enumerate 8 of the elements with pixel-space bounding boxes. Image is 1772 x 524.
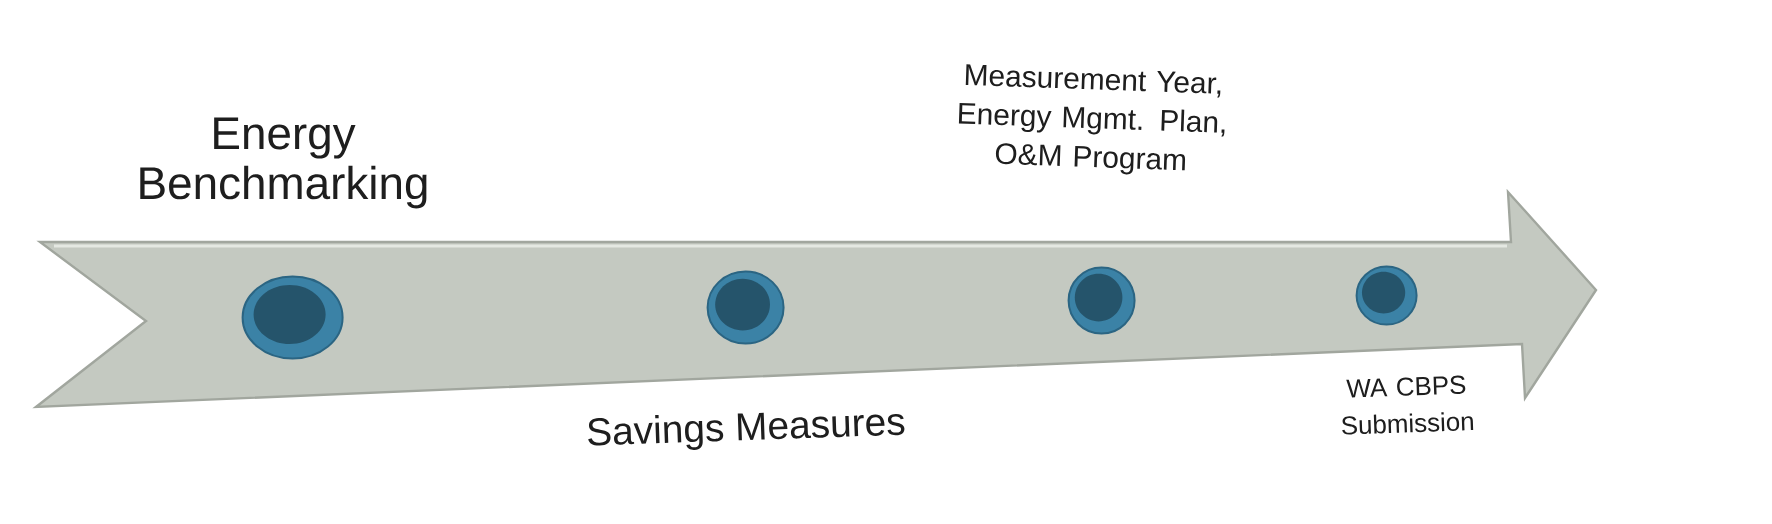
milestone-label: Energy Benchmarking bbox=[140, 117, 427, 209]
milestone-label: WA CBPS Submission bbox=[1342, 375, 1474, 435]
milestone-dot bbox=[1355, 265, 1418, 326]
milestone-label: Savings Measures bbox=[588, 412, 905, 450]
milestone-dot bbox=[241, 275, 344, 360]
milestone-label: Measurement Year, Energy Mgmt. Plan, O&M Program bbox=[958, 64, 1225, 175]
milestone-dot bbox=[1067, 266, 1136, 335]
milestone-dot bbox=[706, 270, 785, 345]
